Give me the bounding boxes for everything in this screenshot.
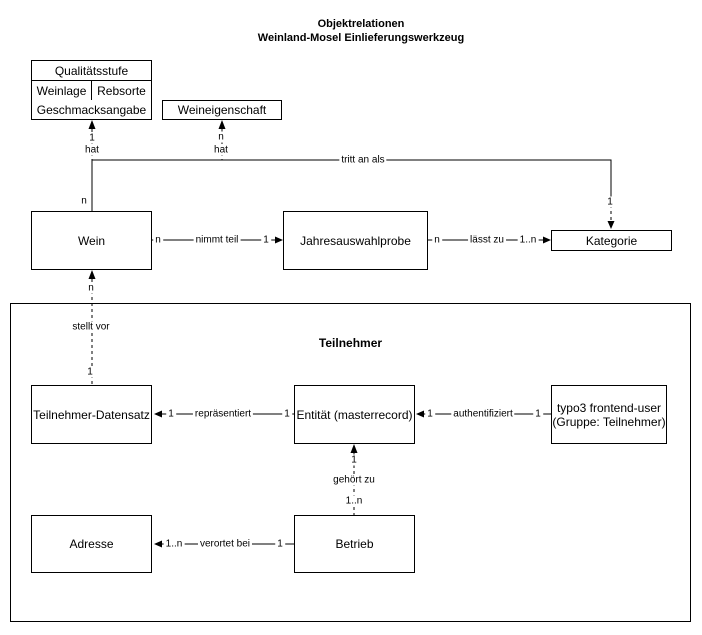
group-teilnehmer: Teilnehmer [10, 303, 691, 622]
diagram-title-line1: Objektrelationen [317, 18, 405, 30]
arrowhead-right-icon [275, 236, 283, 244]
cardinality-nimmt-teil-left: n [153, 234, 163, 246]
entity-qualitaetsstufe-table: Qualitätsstufe Weinlage Rebsorte Geschma… [31, 60, 152, 120]
diagram-title-line2: Weinland-Mosel Einlieferungswerkzeug [257, 32, 465, 44]
entity-weinlage: Weinlage [32, 81, 92, 100]
entity-rebsorte: Rebsorte [97, 83, 146, 98]
cardinality-nimmt-teil-right: 1 [261, 234, 271, 246]
cardinality-hat-qualitaet: 1 [87, 132, 97, 144]
entity-adresse: Adresse [31, 515, 152, 573]
cardinality-tritt-an-als-target: 1 [605, 196, 615, 208]
relation-label-verortet-bei: verortet bei [197, 538, 253, 550]
arrowhead-right-icon [543, 236, 551, 244]
group-teilnehmer-label: Teilnehmer [318, 336, 383, 350]
relation-label-hat-qualitaet: hat [83, 144, 101, 156]
entity-typo3-line1: typo3 frontend-user [556, 400, 662, 415]
relation-label-hat-eigenschaft: hat [212, 144, 230, 156]
arrowhead-left-icon [154, 410, 162, 418]
arrowhead-up-icon [88, 120, 96, 129]
cardinality-repraesentiert-left: 1 [166, 408, 176, 420]
cardinality-tritt-an-als-source: n [79, 195, 89, 207]
diagram-title: Objektrelationen Weinland-Mosel Einliefe… [20, 17, 702, 45]
cardinality-laesst-zu-right: 1..n [517, 234, 539, 246]
relation-label-laesst-zu: lässt zu [468, 234, 506, 246]
entity-wein: Wein [31, 211, 152, 270]
cardinality-gehoert-zu-bottom: 1..n [343, 495, 365, 507]
arrowhead-up-icon [88, 270, 96, 279]
relation-label-gehoert-zu: gehört zu [331, 474, 377, 486]
arrowhead-left-icon [416, 410, 424, 418]
arrowhead-up-icon [350, 444, 358, 453]
entity-typo3-frontend-user: typo3 frontend-user (Gruppe: Teilnehmer) [551, 385, 667, 444]
relation-label-stellt-vor: stellt vor [70, 321, 112, 333]
cardinality-verortet-bei-right: 1 [275, 538, 285, 550]
relation-label-tritt-an-als: tritt an als [339, 154, 387, 166]
cardinality-authentifiziert-left: 1 [425, 408, 435, 420]
entity-geschmacksangabe: Geschmacksangabe [36, 102, 147, 117]
cardinality-gehoert-zu-top: 1 [349, 454, 359, 466]
cardinality-repraesentiert-right: 1 [282, 408, 292, 420]
entity-weineigenschaft: Weineigenschaft [162, 100, 282, 120]
entity-jahresauswahlprobe: Jahresauswahlprobe [283, 211, 428, 270]
cardinality-laesst-zu-left: n [432, 234, 442, 246]
relation-label-nimmt-teil: nimmt teil [193, 234, 241, 246]
entity-betrieb: Betrieb [294, 515, 415, 573]
arrowhead-down-icon [607, 221, 615, 229]
cardinality-hat-eigenschaft: n [216, 131, 226, 143]
arrowhead-up-icon [218, 120, 226, 129]
entity-qualitaetsstufe: Qualitätsstufe [54, 63, 129, 78]
arrowhead-left-icon [154, 540, 162, 548]
entity-typo3-line2: (Gruppe: Teilnehmer) [552, 414, 666, 429]
entity-kategorie: Kategorie [551, 230, 672, 251]
cardinality-stellt-vor-bottom: 1 [85, 366, 95, 378]
entity-teilnehmer-datensatz: Teilnehmer-Datensatz [31, 385, 152, 444]
cardinality-authentifiziert-right: 1 [533, 408, 543, 420]
entity-entitaet-masterrecord: Entität (masterrecord) [294, 385, 415, 444]
relation-label-repraesentiert: repräsentiert [192, 408, 254, 420]
relation-label-authentifiziert: authentifiziert [451, 408, 515, 420]
cardinality-verortet-bei-left: 1..n [163, 538, 185, 550]
cardinality-stellt-vor-top: n [86, 282, 96, 294]
